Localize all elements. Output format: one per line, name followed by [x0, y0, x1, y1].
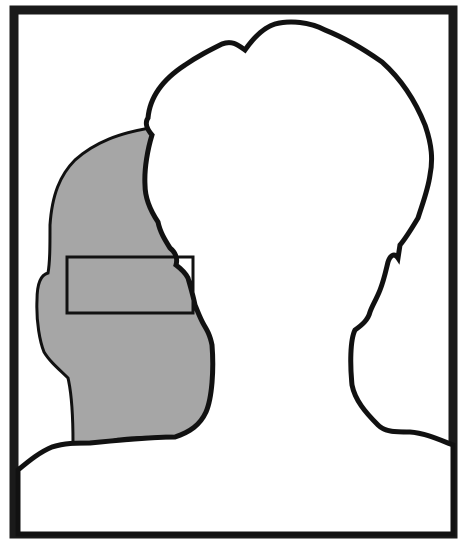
diagram-canvas	[0, 0, 466, 542]
diagram-figure	[0, 0, 466, 542]
